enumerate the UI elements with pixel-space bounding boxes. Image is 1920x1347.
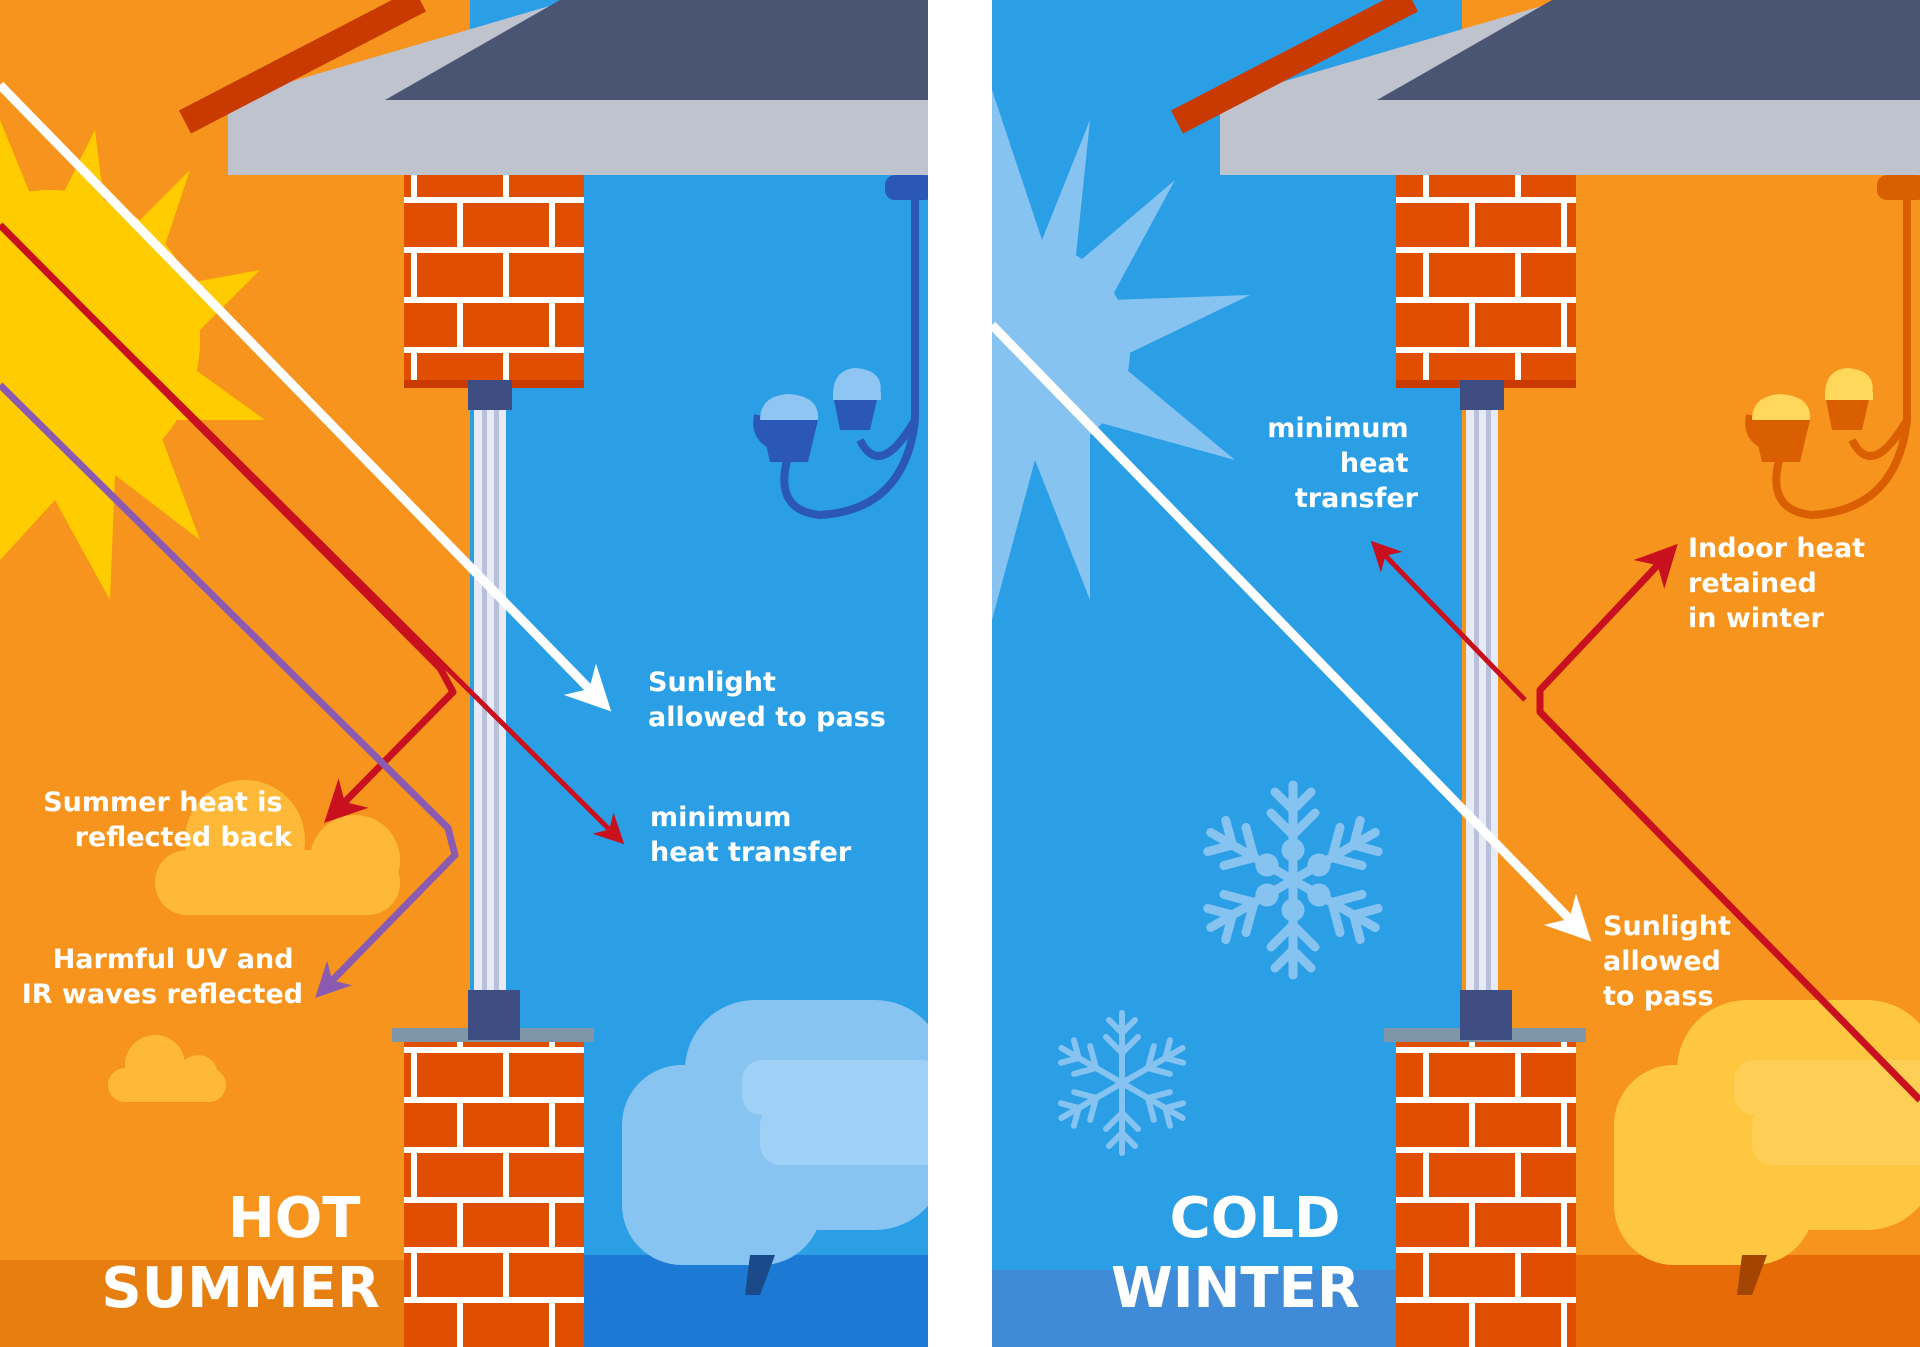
winter-ground: [992, 1270, 1462, 1347]
small-cloud-icon: [108, 1035, 226, 1102]
winter-rays: [992, 321, 1920, 1103]
roof: [1171, 0, 1920, 175]
upper-brick-wall: [404, 175, 584, 385]
window-glass: [468, 380, 520, 1040]
summer-title: HOT SUMMER: [101, 1186, 380, 1321]
snowflake-icon: [1200, 780, 1387, 975]
upper-brick-wall: [1396, 175, 1576, 385]
cloud-icon: [155, 780, 400, 915]
summer-ground: [0, 1260, 470, 1347]
winter-panel: minimum heat transfer Indoor heat retain…: [992, 0, 1920, 1347]
small-snowflake-icon: [1053, 1010, 1190, 1153]
summer-rays: [0, 81, 625, 999]
winter-sunlight-label: Sunlight allowed to pass: [1603, 911, 1740, 1012]
summer-heat-transfer-label: minimum heat transfer: [650, 802, 852, 868]
roof: [179, 0, 928, 175]
summer-sunlight-label: Sunlight allowed to pass: [648, 667, 886, 733]
winter-title: COLD WINTER: [1111, 1186, 1360, 1321]
summer-uv-label: Harmful UV and IR waves reflected: [22, 944, 303, 1010]
sofa-icon: [622, 1000, 928, 1295]
summer-panel: Sunlight allowed to pass minimum heat tr…: [0, 0, 928, 1347]
sunlight-ray-arrow: [0, 81, 612, 712]
heat-transfer-arrow: [1370, 540, 1527, 702]
sofa-icon: [1614, 1000, 1920, 1295]
lower-brick-wall: [404, 1040, 584, 1347]
cold-star-icon: [992, 90, 1250, 620]
heat-reflected-arrow: [0, 222, 457, 823]
lower-brick-wall: [1396, 1040, 1576, 1347]
summer-reflected-label: Summer heat is reflected back: [43, 787, 293, 853]
window-glass: [1460, 380, 1512, 1040]
chandelier-icon: [1745, 175, 1920, 520]
winter-indoor-heat-label: Indoor heat retained in winter: [1688, 533, 1874, 634]
uv-reflected-arrow: [0, 382, 459, 999]
sunlight-ray-arrow: [992, 321, 1592, 942]
chandelier-icon: [753, 175, 928, 520]
winter-heat-transfer-label: minimum heat transfer: [1267, 413, 1418, 514]
indoor-heat-arrow: [1536, 543, 1920, 1103]
